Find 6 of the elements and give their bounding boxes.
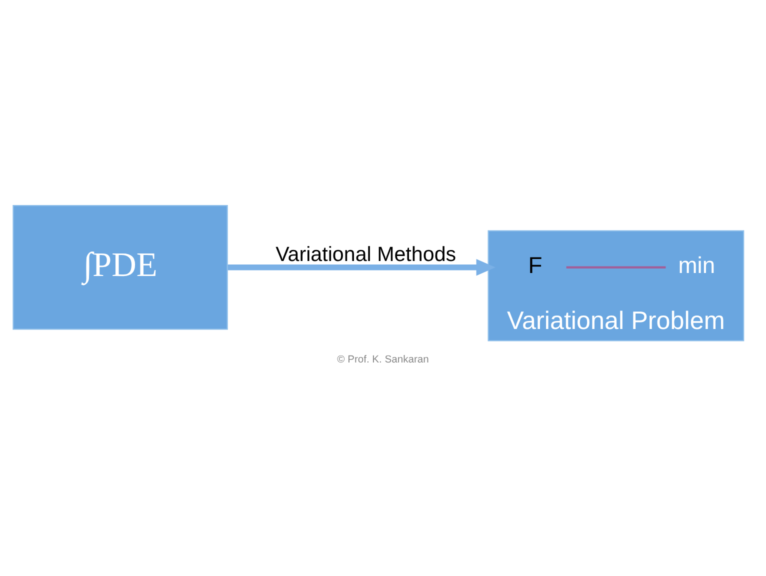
- edge-label: Variational Methods: [276, 242, 456, 266]
- arrow: [228, 259, 496, 276]
- label: F: [528, 252, 542, 278]
- label: min: [678, 252, 716, 278]
- caption: © Prof. K. Sankaran: [337, 354, 429, 366]
- node-box: ∫PDE: [12, 205, 228, 330]
